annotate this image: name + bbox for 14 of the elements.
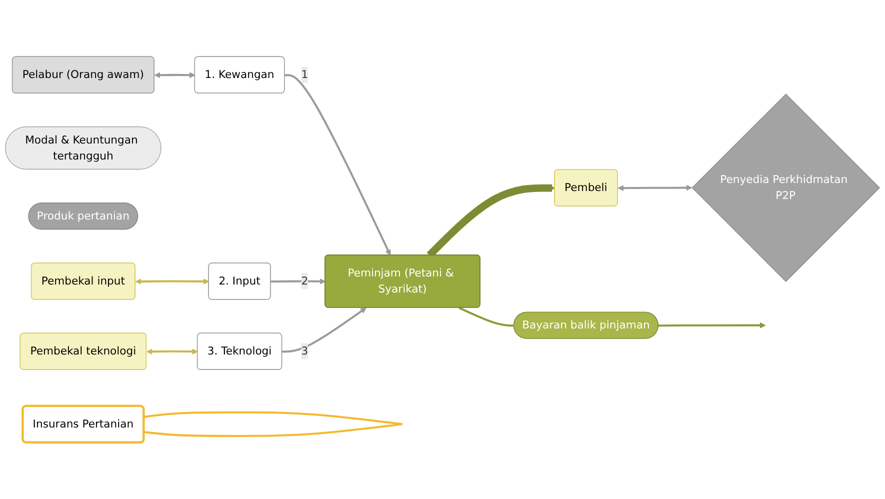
arrow	[618, 184, 692, 192]
arrow	[658, 322, 766, 328]
arrow	[135, 278, 210, 284]
arrow	[282, 308, 366, 353]
arrow	[154, 72, 196, 78]
arrow	[270, 278, 326, 284]
edge-label: 1	[301, 68, 308, 81]
connector	[458, 306, 514, 327]
edge-label: 2	[301, 274, 308, 288]
edge-label: 3	[301, 344, 308, 358]
arrow	[284, 74, 391, 256]
node-diamond: Penyedia Perkhidmatan P2P	[692, 94, 880, 282]
arrow	[146, 348, 198, 355]
connector	[144, 411, 403, 437]
